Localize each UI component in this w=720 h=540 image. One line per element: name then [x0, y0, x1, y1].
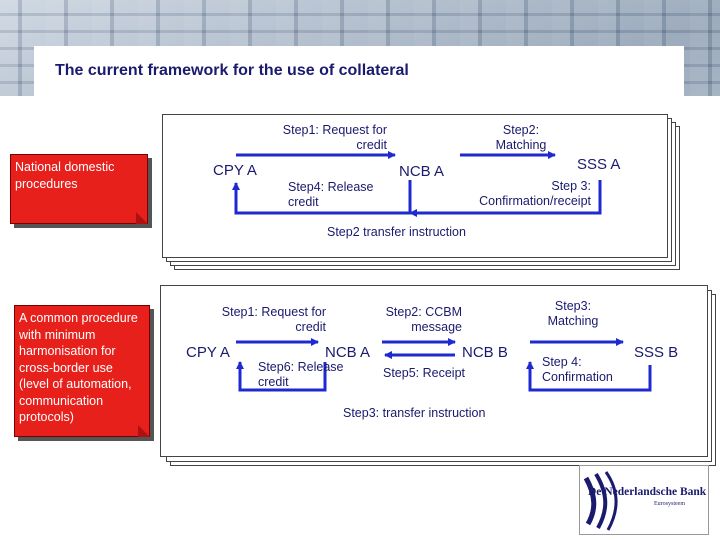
entity-cpy-a: CPY A — [213, 162, 257, 179]
dnb-logo-mark-icon — [583, 471, 618, 531]
label-upper-step2: Step2: Matching — [495, 123, 547, 152]
arrow-upper-step4 — [232, 180, 412, 215]
entity-ncb-a: NCB A — [399, 163, 445, 180]
arrow-upper-step3 — [409, 180, 602, 217]
label-lower-step4: Step 4: Confirmation — [542, 355, 613, 384]
entity-lower-ncb-b: NCB B — [462, 344, 508, 361]
label-lower-step2: Step2: CCBM message — [385, 305, 462, 334]
label-upper-step1: Step1: Request for credit — [282, 123, 387, 152]
label-lower-step3-matching: Step3: Matching — [547, 299, 599, 328]
entity-lower-cpy-a: CPY A — [186, 344, 230, 361]
label-lower-step5: Step5: Receipt — [383, 366, 465, 380]
dnb-logo-name: De Nederlandsche Bank — [588, 486, 707, 498]
dnb-logo-sub: Eurosysteem — [654, 501, 685, 507]
label-lower-transfer: Step3: transfer instruction — [343, 406, 486, 420]
arrow-lower-step6 — [236, 361, 327, 392]
note-national-procedures: National domestic procedures — [10, 154, 148, 224]
entity-lower-ncb-a: NCB A — [325, 344, 371, 361]
label-upper-step4: Step4: Release credit — [288, 180, 374, 209]
arrow-lower-step4 — [526, 361, 652, 392]
entity-lower-sss-b: SSS B — [634, 344, 679, 361]
note-common-procedure: A common procedure with minimum harmonis… — [14, 305, 150, 437]
entity-sss-a: SSS A — [577, 156, 621, 173]
page-title: The current framework for the use of col… — [55, 62, 409, 79]
label-upper-transfer: Step2 transfer instruction — [327, 225, 466, 239]
upper-frame — [162, 114, 668, 258]
lower-frame — [160, 285, 708, 457]
title-panel — [34, 46, 684, 96]
dnb-logo — [579, 465, 709, 535]
label-upper-step3: Step 3: Confirmation/receipt — [479, 179, 591, 208]
label-lower-step1: Step1: Request for credit — [221, 305, 326, 334]
label-lower-step6: Step6: Release credit — [258, 360, 344, 389]
